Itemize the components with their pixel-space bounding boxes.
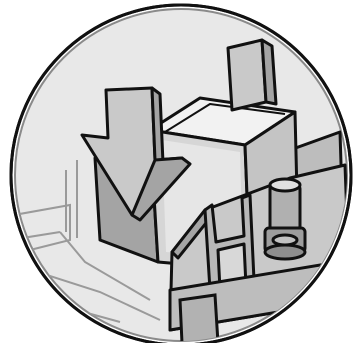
bottom-post (180, 295, 218, 343)
latch-peg (265, 179, 305, 259)
cartridge-handle (228, 40, 276, 110)
